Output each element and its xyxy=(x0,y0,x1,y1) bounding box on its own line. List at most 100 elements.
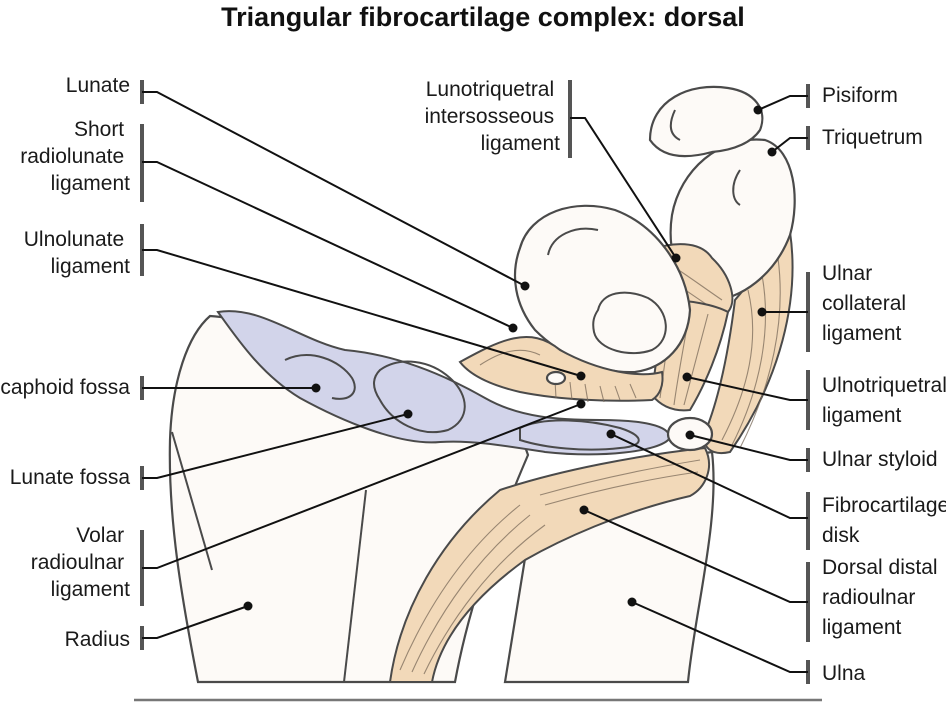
svg-text:Ulnolunate ligament: Ulnolunate ligament xyxy=(24,228,130,278)
label-line: Scaphoid fossa xyxy=(0,376,130,399)
label-line: Fibrocartilage xyxy=(822,494,946,517)
label-ulna: Ulna xyxy=(627,597,866,685)
leader-dot xyxy=(579,505,589,515)
label-line: ligament xyxy=(822,404,902,427)
label-line: ligament xyxy=(51,255,131,278)
lunate-fossa-ridge xyxy=(373,360,466,434)
radius-ridge xyxy=(171,431,213,571)
leader-dot xyxy=(520,281,530,291)
svg-text:Dorsal distal radioulnar: Dorsal distal radioulnar ligament xyxy=(822,556,943,639)
dorsal-distal-radioulnar-ligament-band xyxy=(388,446,710,683)
label-ulnolunate-ligament: Ulnolunate ligament xyxy=(24,224,586,381)
leader-line xyxy=(142,249,582,377)
lunate-contour xyxy=(547,227,599,256)
svg-text:Lunate: Lunate xyxy=(66,74,130,97)
svg-text:Pisiform: Pisiform xyxy=(822,84,898,107)
svg-text:Short radiolunate: Short radiolunate ligament xyxy=(20,118,130,195)
label-line: ligament xyxy=(481,132,561,155)
leader-line xyxy=(142,413,409,479)
label-line: radioulnar xyxy=(31,551,124,574)
leader-line xyxy=(631,601,808,673)
label-line: Dorsal distal xyxy=(822,556,938,579)
leader-dot xyxy=(508,323,518,333)
label-line: disk xyxy=(822,524,860,547)
leader-dot xyxy=(671,253,681,263)
svg-text:Fibrocartilage disk: Fibrocartilage disk xyxy=(822,494,946,547)
leader-line xyxy=(583,509,808,603)
leader-line xyxy=(686,376,808,401)
label-line: Lunate fossa xyxy=(10,466,131,489)
label-lunotriquetral-interosseous-ligament: Lunotriquetral intersosseous ligament xyxy=(425,78,681,263)
ligament-striations xyxy=(399,459,701,675)
label-ulnar-styloid: Ulnar styloid xyxy=(685,430,938,472)
leader-line xyxy=(570,117,677,259)
leader-dot xyxy=(753,105,763,115)
leader-line xyxy=(142,403,582,569)
label-line: Ulna xyxy=(822,662,866,685)
svg-text:Ulna: Ulna xyxy=(822,662,866,685)
leader-line xyxy=(689,434,808,461)
lunate-inner-facet xyxy=(592,291,667,355)
leader-dot xyxy=(682,372,692,382)
svg-text:Ulnar collateral l: Ulnar collateral ligament xyxy=(822,262,912,345)
wrist-anatomy xyxy=(168,85,796,684)
label-triquetrum: Triquetrum xyxy=(767,126,923,157)
label-volar-radioulnar-ligament: Volar radioulnar ligament xyxy=(31,399,586,606)
svg-text:Ulnotriquetral ligament: Ulnotriquetral ligament xyxy=(822,374,946,427)
label-line: Ulnar styloid xyxy=(822,448,938,471)
label-dorsal-distal-radioulnar-ligament: Dorsal distal radioulnar ligament xyxy=(579,505,943,642)
radius-inner-line xyxy=(343,489,367,683)
label-line: Ulnar xyxy=(822,262,872,285)
leader-dot xyxy=(757,307,767,317)
label-lunate-fossa: Lunate fossa xyxy=(10,409,413,490)
ulnar-collateral-striations xyxy=(721,257,781,449)
leader-line xyxy=(142,91,526,287)
label-line: Pisiform xyxy=(822,84,898,107)
leader-dot xyxy=(627,597,637,607)
leader-dot xyxy=(606,429,616,439)
label-line: Radius xyxy=(65,628,130,651)
label-line: Lunotriquetral xyxy=(426,78,554,101)
leader-dot xyxy=(243,601,253,611)
label-ulnotriquetral-ligament: Ulnotriquetral ligament xyxy=(682,370,946,430)
label-radius: Radius xyxy=(65,601,253,651)
leader-line xyxy=(142,161,514,329)
svg-text:Scaphoid fossa: Scaphoid fossa xyxy=(0,376,130,399)
label-fibrocartilage-disk: Fibrocartilage disk xyxy=(606,429,946,550)
leader-dot xyxy=(576,399,586,409)
pisiform-contour xyxy=(669,109,681,141)
leader-line xyxy=(771,137,808,153)
label-line: radioulnar xyxy=(822,586,915,609)
label-pisiform: Pisiform xyxy=(753,84,898,115)
leader-dot xyxy=(311,383,321,393)
label-line: ligament xyxy=(51,172,131,195)
label-line: radiolunate xyxy=(20,145,124,168)
label-line: Volar xyxy=(76,524,124,547)
label-scaphoid-fossa: Scaphoid fossa xyxy=(0,376,321,400)
svg-text:Radius: Radius xyxy=(65,628,130,651)
label-line: intersosseous xyxy=(425,105,555,128)
label-short-radiolunate-ligament: Short radiolunate ligament xyxy=(20,118,518,333)
label-lunate: Lunate xyxy=(66,74,530,291)
leader-dot xyxy=(685,430,695,440)
label-line: ligament xyxy=(822,322,902,345)
diagram-title: Triangular fibrocartilage complex: dorsa… xyxy=(221,2,745,32)
radiolunate-striations xyxy=(479,349,637,403)
label-line: Ulnolunate xyxy=(24,228,124,251)
label-line: Lunate xyxy=(66,74,130,97)
leader-line xyxy=(142,605,249,639)
leader-dot xyxy=(767,147,777,157)
leader-dot xyxy=(576,371,586,381)
triquetrum-contour xyxy=(732,169,741,206)
scaphoid-fossa-ridge xyxy=(284,354,356,400)
label-line: ligament xyxy=(51,578,131,601)
svg-text:Lunotriquetral intersoss: Lunotriquetral intersosseous ligament xyxy=(425,78,561,155)
svg-text:Ulnar styloid: Ulnar styloid xyxy=(822,448,938,471)
label-line: collateral xyxy=(822,292,906,315)
label-line: Triquetrum xyxy=(822,126,923,149)
disk-ridge xyxy=(519,419,640,451)
label-line: Short xyxy=(74,118,124,141)
leader-line xyxy=(757,95,808,111)
svg-text:Triquetrum: Triquetrum xyxy=(822,126,923,149)
